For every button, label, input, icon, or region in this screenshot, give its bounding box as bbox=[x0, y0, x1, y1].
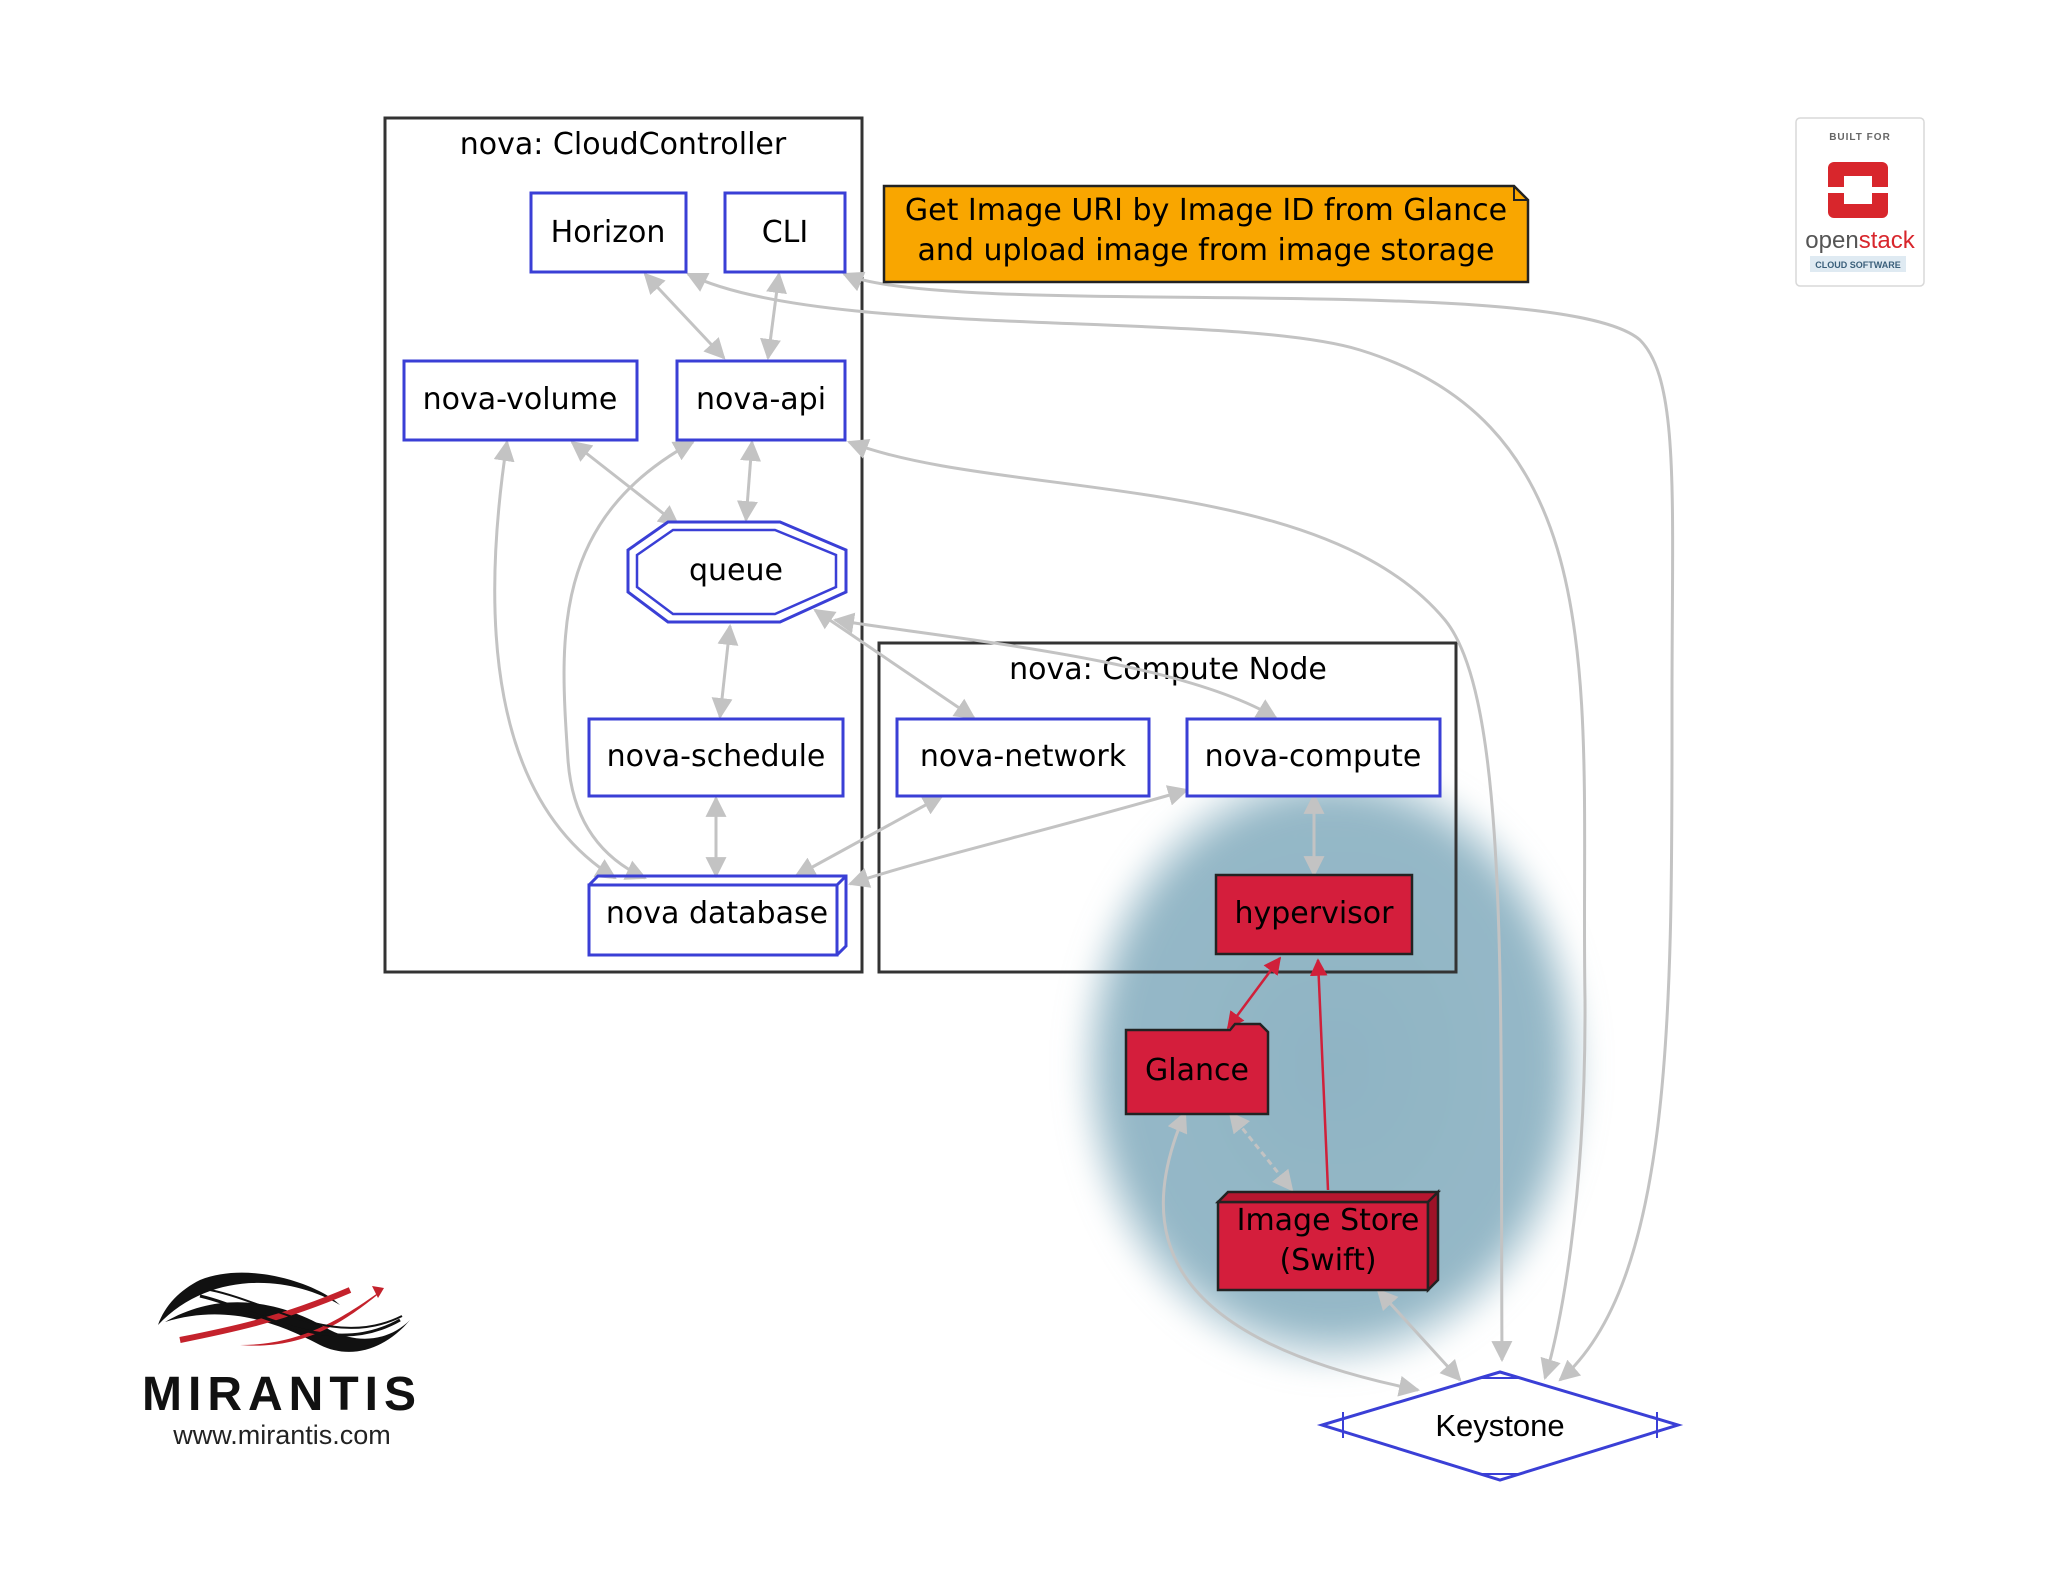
node-nova-network: nova-network bbox=[895, 717, 1151, 798]
node-nova-compute-label: nova-compute bbox=[1205, 739, 1422, 774]
node-cli-label: CLI bbox=[762, 215, 809, 250]
node-nova-volume: nova-volume bbox=[402, 359, 639, 442]
node-nova-api-label: nova-api bbox=[696, 382, 826, 417]
node-image-store-label-line2: (Swift) bbox=[1279, 1243, 1376, 1278]
node-nova-compute: nova-compute bbox=[1185, 717, 1442, 798]
node-horizon-label: Horizon bbox=[551, 215, 666, 250]
node-keystone: Keystone bbox=[1316, 1370, 1684, 1482]
cluster-compute-node-title: nova: Compute Node bbox=[1009, 652, 1327, 687]
openstack-logo-icon bbox=[1828, 162, 1888, 218]
node-image-store-label-line1: Image Store bbox=[1237, 1203, 1420, 1238]
openstack-badge: BUILT FOR openstack CLOUD SOFTWARE bbox=[1795, 117, 1925, 287]
mirantis-logo: MIRANTIS www.mirantis.com bbox=[142, 1272, 422, 1450]
node-hypervisor: hypervisor bbox=[1214, 873, 1414, 956]
cluster-cloud-controller-title: nova: CloudController bbox=[460, 127, 787, 162]
annotation-note: Get Image URI by Image ID from Glance an… bbox=[882, 184, 1530, 284]
openstack-wordmark: openstack bbox=[1805, 227, 1915, 254]
node-hypervisor-label: hypervisor bbox=[1234, 896, 1394, 931]
node-nova-network-label: nova-network bbox=[920, 739, 1127, 774]
edges-red bbox=[1226, 956, 1330, 1191]
node-keystone-label: Keystone bbox=[1435, 1408, 1564, 1443]
mirantis-name: MIRANTIS bbox=[142, 1368, 422, 1421]
node-nova-database: nova database bbox=[587, 874, 848, 957]
node-nova-schedule: nova-schedule bbox=[587, 717, 845, 798]
openstack-built-for: BUILT FOR bbox=[1829, 132, 1891, 143]
node-queue: queue bbox=[626, 520, 848, 624]
edges-gray bbox=[493, 271, 1675, 1397]
mirantis-url: www.mirantis.com bbox=[172, 1420, 391, 1450]
node-nova-database-label: nova database bbox=[606, 896, 828, 931]
node-glance-label: Glance bbox=[1145, 1053, 1249, 1088]
note-line-2: and upload image from image storage bbox=[918, 233, 1495, 268]
node-nova-api: nova-api bbox=[675, 359, 847, 442]
node-nova-volume-label: nova-volume bbox=[423, 382, 618, 417]
node-glance: Glance bbox=[1124, 1022, 1270, 1116]
node-nova-schedule-label: nova-schedule bbox=[607, 739, 826, 774]
node-queue-label: queue bbox=[689, 553, 783, 588]
openstack-cloud-software: CLOUD SOFTWARE bbox=[1815, 260, 1901, 270]
node-image-store: Image Store (Swift) bbox=[1214, 1188, 1442, 1294]
mirantis-swoosh-icon bbox=[158, 1272, 410, 1352]
note-line-1: Get Image URI by Image ID from Glance bbox=[905, 193, 1507, 228]
node-cli: CLI bbox=[723, 191, 847, 274]
node-horizon: Horizon bbox=[529, 191, 688, 274]
